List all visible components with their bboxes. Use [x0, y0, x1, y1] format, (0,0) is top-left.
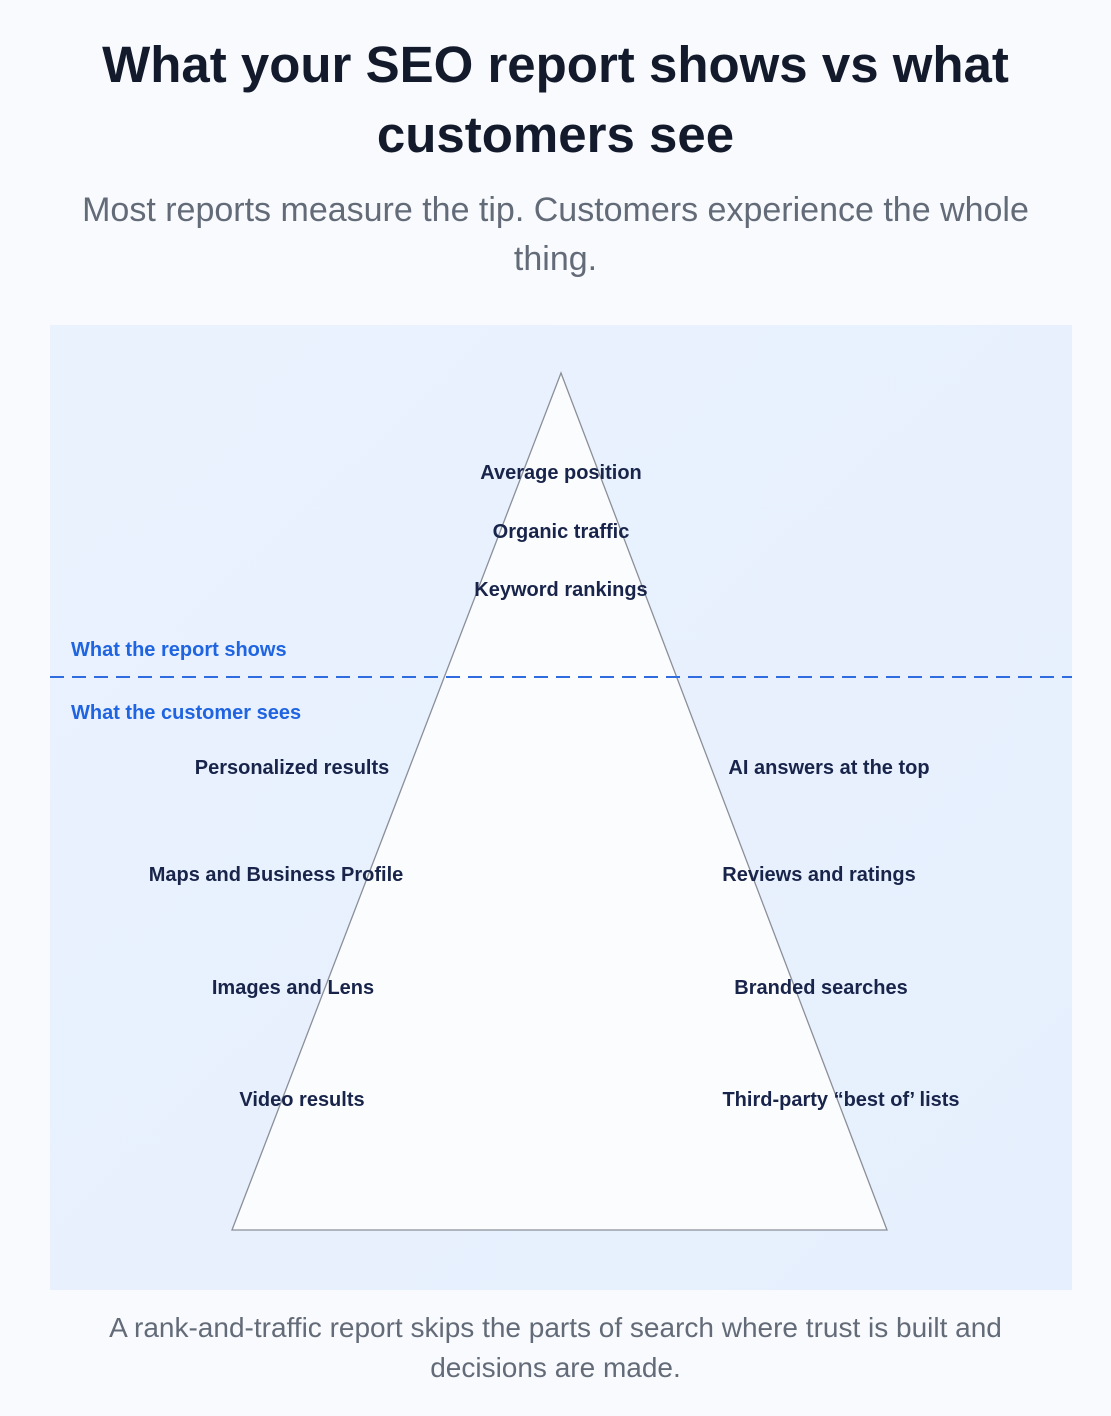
- pyramid-shape: [231, 371, 888, 1231]
- tip-item-organic-traffic: Organic traffic: [492, 521, 630, 543]
- right-item-ai-answers: AI answers at the top: [728, 757, 930, 779]
- right-item-third-party-lists: Third-party “best of’ lists: [722, 1089, 960, 1111]
- diagram-canvas: [50, 325, 1072, 1290]
- tip-item-keyword-rankings: Keyword rankings: [474, 579, 648, 601]
- right-item-reviews-ratings: Reviews and ratings: [722, 864, 916, 886]
- left-item-maps-business-profile: Maps and Business Profile: [148, 864, 404, 886]
- left-item-personalized-results: Personalized results: [194, 757, 390, 779]
- page-title: What your SEO report shows vs what custo…: [102, 36, 1009, 163]
- tip-item-average-position: Average position: [480, 462, 642, 484]
- left-item-video-results: Video results: [239, 1089, 365, 1111]
- customer-zone-label: What the customer sees: [71, 702, 302, 724]
- footer-caption: A rank-and-traffic report skips the part…: [109, 1312, 1002, 1383]
- page-subtitle: Most reports measure the tip. Customers …: [82, 191, 1029, 278]
- iceberg-diagram: What the report shows What the customer …: [50, 325, 1072, 1290]
- report-zone-label: What the report shows: [71, 639, 287, 661]
- right-item-branded-searches: Branded searches: [734, 977, 908, 999]
- left-item-images-lens: Images and Lens: [211, 977, 375, 999]
